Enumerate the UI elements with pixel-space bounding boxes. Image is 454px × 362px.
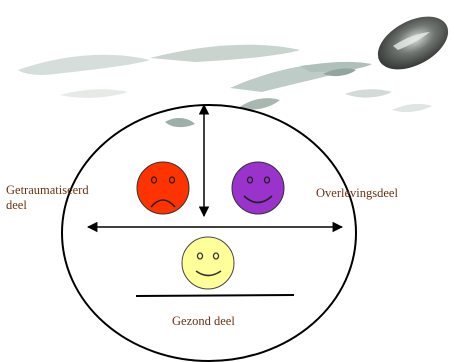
label-survival-part: Overlevingsdeel [316,186,452,201]
baseline [136,295,294,296]
sad-face-icon [137,162,189,214]
label-healthy-part: Gezond deel [172,314,292,329]
background-decoration [18,45,432,127]
happy-face-purple-icon [232,162,284,214]
stone-decoration [369,6,454,81]
happy-face-yellow-icon [182,237,234,289]
label-traumatized-part: Getraumatiseerd deel [6,183,126,213]
